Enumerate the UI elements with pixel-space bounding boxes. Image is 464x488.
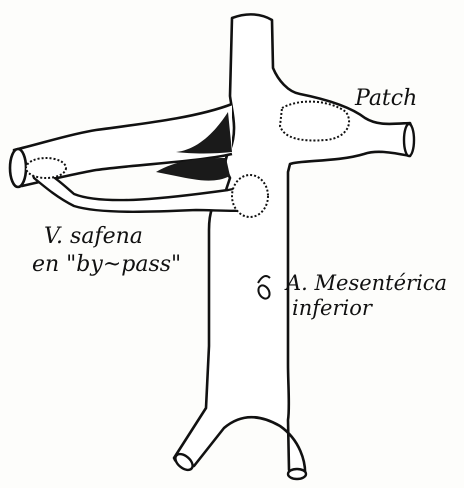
- right-anastomosis: [232, 175, 268, 217]
- label-patch: Patch: [355, 88, 417, 110]
- right-branch-end: [404, 124, 414, 156]
- left-branch-end: [10, 149, 26, 187]
- label-safena-line1: V. safena: [44, 226, 143, 248]
- right-iliac-end: [288, 469, 306, 479]
- label-mesenterica-line1: A. Mesentérica: [286, 273, 447, 294]
- left-anastomosis: [26, 158, 66, 178]
- label-safena-line2: en "by~pass": [32, 254, 181, 276]
- aorta-outline: [174, 14, 413, 476]
- label-mesenterica-line2: inferior: [292, 298, 372, 319]
